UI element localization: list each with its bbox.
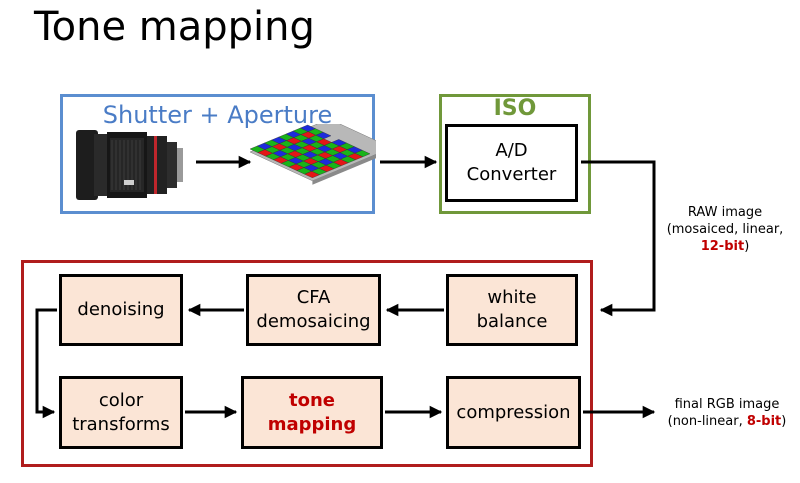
arrow-converter-to-white-balance xyxy=(581,160,656,317)
color-transforms-box: color transforms xyxy=(59,376,183,449)
raw-note-line1: RAW image xyxy=(687,205,763,220)
color-transforms-label: color transforms xyxy=(72,389,170,435)
iso-label: ISO xyxy=(493,96,537,121)
final-note-line1: final RGB image xyxy=(674,397,780,412)
raw-note-bits: 12-bit xyxy=(700,239,745,254)
denoising-label: denoising xyxy=(77,299,165,320)
ad-converter-box: A/D Converter xyxy=(445,124,578,202)
final-image-note: final RGB image (non-linear, 8-bit) xyxy=(662,396,792,430)
compression-label: compression xyxy=(456,401,571,423)
raw-note-close: ) xyxy=(744,239,750,254)
final-note-close: ) xyxy=(781,414,787,429)
bayer-sensor-icon xyxy=(249,124,376,185)
ad-converter-label: A/D Converter xyxy=(466,140,557,185)
final-note-line2: (non-linear, xyxy=(667,414,747,429)
camera-lens-icon xyxy=(76,130,183,200)
cfa-demosaicing-box: CFA demosaicing xyxy=(246,274,381,346)
tone-mapping-label: tone mapping xyxy=(267,389,357,435)
raw-note-line2: (mosaiced, linear, xyxy=(666,222,784,237)
page-title: Tone mapping xyxy=(34,4,315,50)
optics-label: Shutter + Aperture xyxy=(102,101,333,129)
denoising-box: denoising xyxy=(59,274,183,346)
processing-frame xyxy=(21,260,593,467)
arrow-denoising-to-color-transforms xyxy=(35,308,57,419)
iso-frame xyxy=(439,94,591,214)
compression-box: compression xyxy=(446,376,581,449)
final-note-bits: 8-bit xyxy=(746,414,782,429)
raw-image-note: RAW image (mosaiced, linear, 12-bit) xyxy=(659,204,791,255)
cfa-demosaicing-label: CFA demosaicing xyxy=(256,287,371,332)
tone-mapping-box: tone mapping xyxy=(241,376,383,449)
white-balance-box: white balance xyxy=(446,274,578,346)
white-balance-label: white balance xyxy=(476,287,548,332)
